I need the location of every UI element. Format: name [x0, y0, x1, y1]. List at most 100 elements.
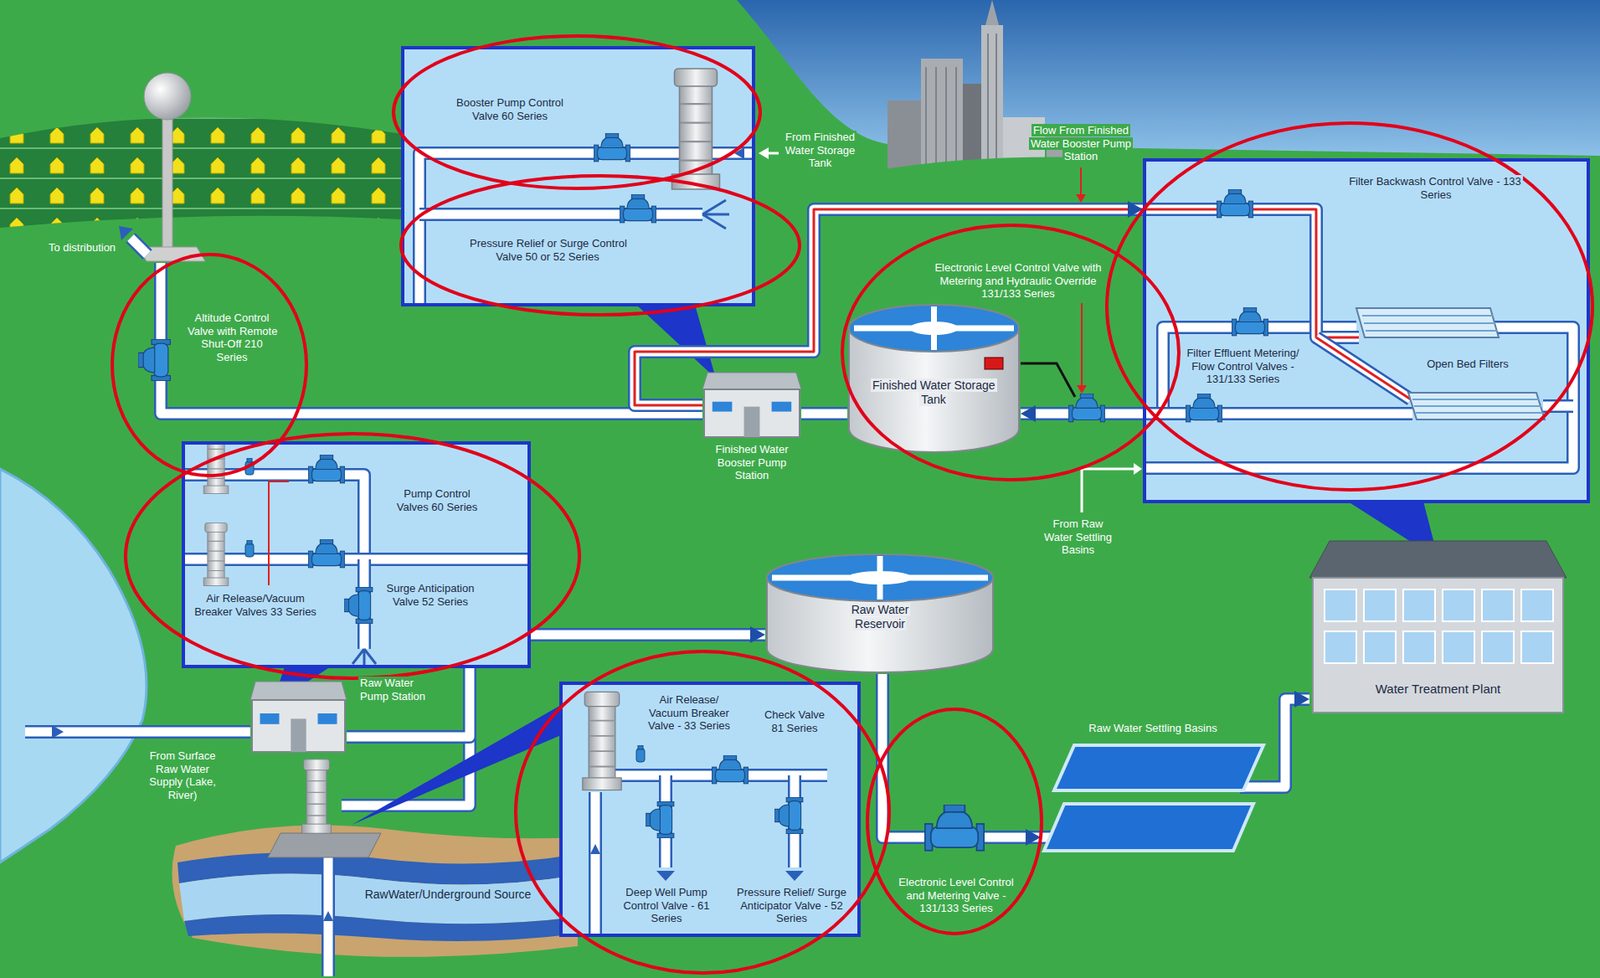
highlight-rings — [842, 225, 1179, 480]
flow-arrow — [1133, 463, 1143, 475]
inset-drawing — [308, 539, 345, 568]
pipe-connector — [801, 413, 848, 415]
text-holder: Electronic Level Control Valve with Mete… — [920, 261, 1116, 301]
text-holder: Pump Control Valves 60 Series — [390, 487, 484, 514]
inset-drawing — [1362, 315, 1498, 331]
annotation-label: RawWater/Underground Source — [363, 887, 534, 901]
inset-drawing — [1146, 327, 1574, 469]
treatment-plant-shape — [1312, 577, 1564, 713]
callout-pointer — [351, 704, 561, 825]
inset-drawing — [1146, 209, 1359, 338]
text-holder: Booster Pump Control Valve 60 Series — [447, 96, 573, 123]
inset-drawing — [1408, 392, 1545, 420]
inset-drawing — [711, 755, 749, 784]
text-holder: Electronic Level Control and Metering Va… — [889, 875, 1024, 916]
valve-label: Check Valve 81 Series — [762, 708, 827, 735]
flow-arrow — [1080, 167, 1082, 195]
text-holder: Air Release/Vacuum Breaker Valves 33 Ser… — [188, 591, 323, 618]
valve-label: Pump Control Valves 60 Series — [395, 487, 480, 514]
inset-drawing — [702, 200, 730, 229]
storage-tank-shape — [984, 357, 1004, 370]
reservoir: Raw Water Reservoir — [765, 550, 995, 674]
pipe-connector — [1025, 828, 1041, 846]
pipe — [25, 725, 251, 739]
treatment-plant-shape — [1324, 631, 1357, 664]
pump-station-shape — [290, 718, 306, 752]
well-pipe — [324, 857, 334, 977]
lake — [0, 468, 147, 863]
highlight-rings — [867, 709, 1042, 934]
highlight-rings — [112, 36, 1593, 973]
pipe-connector — [1127, 200, 1143, 218]
inset-panel: Air Release/ Vacuum Breaker Valve - 33 S… — [559, 681, 861, 937]
treatment-plant-shape — [1403, 631, 1436, 664]
inset-drawing — [344, 586, 373, 624]
treatment-plant-shape — [1363, 589, 1396, 622]
annotation-label: Altitude Control Valve with Remote Shut-… — [185, 311, 279, 364]
inset-drawing — [1216, 189, 1254, 218]
inset-drawing — [1146, 327, 1574, 469]
node-label: Water Treatment Plant — [1373, 681, 1503, 696]
treatment-plant-shape — [1309, 540, 1567, 578]
pump-station-shape — [260, 713, 280, 725]
treatment-plant-shape — [1481, 631, 1514, 664]
pump-station: Raw Water Pump Station — [250, 681, 347, 754]
text-holder: Raw Water Reservoir — [833, 602, 927, 632]
inset-drawing — [1146, 209, 1359, 338]
pump-station-shape — [712, 401, 733, 412]
pump-station-shape — [702, 372, 802, 390]
treatment-plant-shape — [1363, 631, 1396, 664]
inset-drawing — [1316, 337, 1411, 400]
text-holder: Finished Water Booster Pump Station — [709, 442, 794, 483]
valve-label: Air Release/ Vacuum Breaker Valve - 33 S… — [646, 693, 732, 732]
pipe — [130, 237, 148, 255]
highlight-rings — [393, 36, 761, 189]
inset-drawing — [245, 457, 254, 475]
inset-drawing — [591, 792, 601, 934]
text-holder: Filter Backwash Control Valve - 133 Seri… — [1331, 174, 1541, 201]
settling-basins: Raw Water Settling Basins — [1040, 720, 1266, 855]
inset-drawing — [352, 648, 376, 665]
reservoir-shape — [766, 554, 993, 602]
annotation-label: From Raw Water Settling Basins — [1042, 517, 1114, 556]
valve-label: Air Release/Vacuum Breaker Valves 33 Ser… — [192, 591, 319, 618]
level-control-valve — [1068, 393, 1106, 422]
inset-drawing — [672, 68, 721, 190]
pipe-connector — [1265, 699, 1310, 788]
inset-drawing — [588, 792, 602, 934]
inset-drawing — [1316, 337, 1411, 400]
valve-label: Surge Anticipation Valve 52 Series — [385, 581, 477, 608]
inset-drawing — [404, 49, 752, 304]
reservoir-shape — [848, 571, 913, 585]
inset-drawing — [1316, 337, 1411, 400]
inset-drawing — [185, 555, 528, 565]
text-holder: Pressure Relief/ Surge Anticipator Valve… — [730, 885, 853, 926]
node-label: Finished Water Booster Pump Station — [714, 442, 791, 482]
pump-station-shape — [771, 401, 793, 412]
inset-drawing — [785, 870, 804, 881]
inset-drawing — [734, 147, 745, 160]
treatment-plant-shape — [1521, 631, 1554, 664]
inset-drawing — [1146, 209, 1359, 338]
annotation-label: Electronic Level Control Valve with Mete… — [932, 261, 1103, 300]
text-holder: Raw Water Settling Basins — [1040, 721, 1266, 736]
underground-source — [172, 825, 579, 957]
storage-tank-shape — [847, 301, 1021, 454]
annotation-label: Flow From Finished Water Booster Pump St… — [1028, 123, 1133, 163]
inset-drawing — [1185, 393, 1223, 422]
inset-drawing — [245, 540, 254, 557]
pump-station-shape — [252, 699, 345, 752]
underground-source — [184, 914, 578, 942]
well-pipe — [321, 857, 335, 977]
inset-drawing — [1543, 399, 1574, 413]
node-label: Finished Water Storage Tank — [870, 378, 998, 407]
valve-label: Open Bed Filters — [1425, 357, 1511, 371]
inset-drawing — [774, 797, 803, 834]
text-holder: To distribution — [43, 241, 121, 255]
inset-drawing — [185, 444, 528, 665]
pump-station: Finished Water Booster Pump Station — [702, 372, 802, 439]
node-label: Raw Water Settling Basins — [1086, 721, 1219, 735]
pipe-connector — [801, 406, 848, 421]
inset-drawing — [645, 801, 674, 839]
settling-basins-shape — [1044, 803, 1254, 851]
